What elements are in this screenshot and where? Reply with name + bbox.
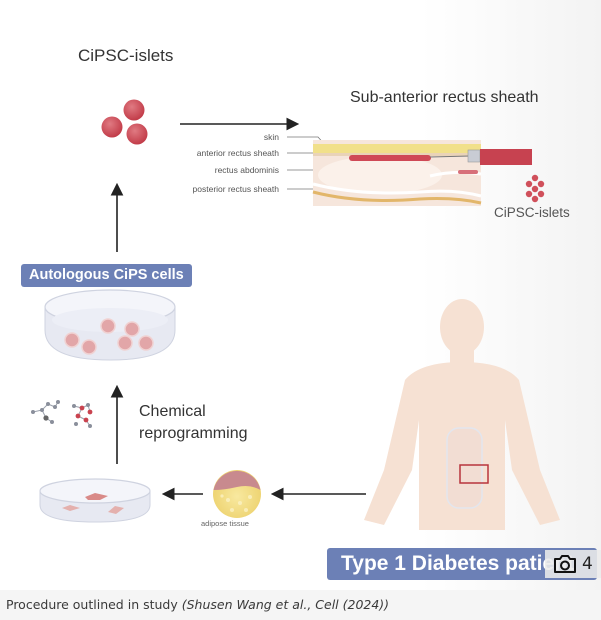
abdominal-wall-cross-section [312, 140, 532, 206]
diagram-graphics [31, 99, 560, 530]
islets-title: CiPSC-islets [78, 46, 174, 65]
procedure-figure[interactable]: CiPSC-islets Sub-anterior rectus sheath … [0, 0, 601, 590]
layer-label-posterior-sheath: posterior rectus sheath [192, 184, 279, 194]
chemical-line-1: Chemical [139, 403, 206, 420]
small-molecule-icon [31, 400, 93, 428]
gallery-count-button[interactable]: 4 [545, 550, 601, 578]
adipose-tissue-label: adipose tissue [201, 519, 249, 528]
petri-dish-fibroblasts-icon [39, 478, 151, 523]
sheath-title: Sub-anterior rectus sheath [350, 89, 539, 106]
islets-right-label: CiPSC-islets [494, 205, 570, 220]
layer-label-skin: skin [263, 132, 279, 142]
chemical-reprogramming-label: Chemical reprogramming [139, 401, 247, 445]
adipose-tissue-icon [213, 470, 261, 518]
patient-body-icon [364, 299, 560, 530]
islets-cluster-icon [101, 99, 148, 145]
islets-cluster-small-icon [525, 174, 545, 203]
caption-citation: (Shusen Wang et al., Cell (2024)) [181, 597, 390, 612]
caption-text: Procedure outlined in study [6, 597, 182, 612]
chemical-line-2: reprogramming [139, 425, 248, 442]
petri-dish-cips-icon [44, 289, 176, 361]
figure-caption: Procedure outlined in study (Shusen Wang… [0, 590, 601, 620]
gallery-count: 4 [582, 554, 593, 574]
autologous-cips-badge: Autologous CiPS cells [21, 264, 192, 287]
layer-label-anterior-sheath: anterior rectus sheath [196, 148, 279, 158]
layer-label-rectus-abdominis: rectus abdominis [214, 165, 279, 175]
camera-icon [554, 555, 576, 573]
